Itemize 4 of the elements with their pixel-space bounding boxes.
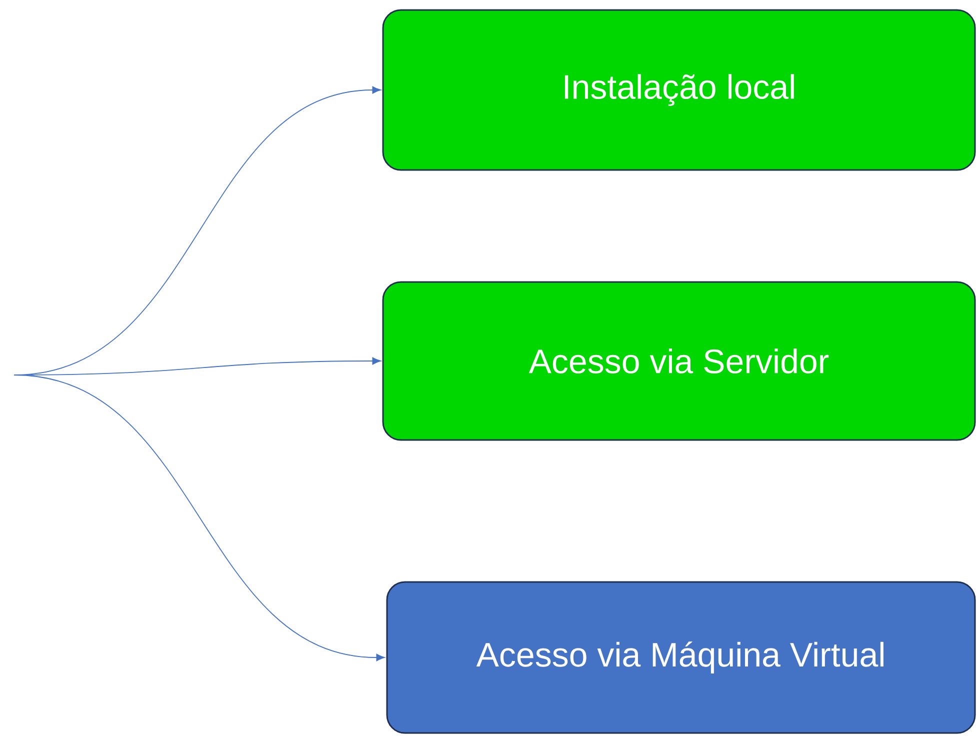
rounded-box: Acesso via Máquina Virtual: [386, 581, 976, 734]
rounded-box: Instalação local: [382, 9, 976, 171]
rounded-box: Acesso via Servidor: [382, 281, 976, 441]
arrow: [14, 374, 385, 662]
